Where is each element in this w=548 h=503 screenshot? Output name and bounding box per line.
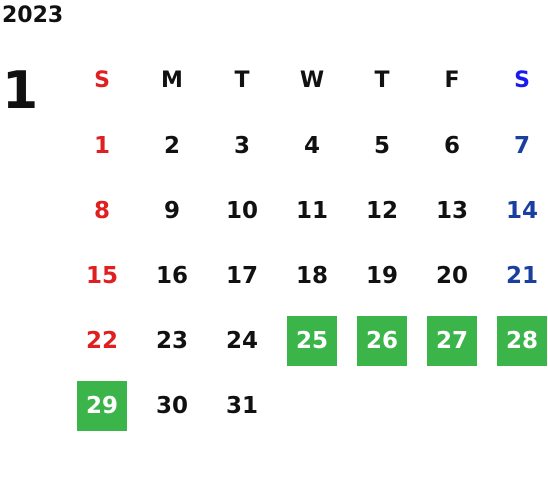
day-number: 10 (225, 197, 258, 224)
weekday-header: T (374, 67, 390, 93)
day-number: 11 (295, 197, 328, 224)
weekday-header: W (299, 67, 325, 93)
day-number: 21 (505, 262, 538, 289)
day-number: 2 (163, 132, 180, 159)
empty-cell (277, 373, 347, 438)
day-number: 17 (225, 262, 258, 289)
day-number: 8 (93, 197, 110, 224)
day-cell-highlighted[interactable]: 27 (417, 308, 487, 373)
day-cell[interactable]: 24 (207, 308, 277, 373)
day-number: 12 (365, 197, 398, 224)
day-cell[interactable]: 21 (487, 243, 548, 308)
day-number: 16 (155, 262, 188, 289)
day-cell[interactable]: 20 (417, 243, 487, 308)
day-cell[interactable]: 6 (417, 113, 487, 178)
day-cell[interactable]: 4 (277, 113, 347, 178)
day-number: 20 (435, 262, 468, 289)
day-cell[interactable]: 10 (207, 178, 277, 243)
day-cell[interactable]: 18 (277, 243, 347, 308)
day-cell[interactable]: 23 (137, 308, 207, 373)
day-cell[interactable]: 30 (137, 373, 207, 438)
weekday-header: S (514, 67, 530, 93)
day-cell-highlighted[interactable]: 25 (277, 308, 347, 373)
weekday-header: M (161, 67, 183, 93)
day-number: 5 (373, 132, 390, 159)
empty-cell (347, 373, 417, 438)
day-number: 26 (357, 315, 407, 366)
day-number: 28 (497, 315, 547, 366)
day-cell[interactable]: 12 (347, 178, 417, 243)
month-number: 1 (2, 61, 39, 121)
day-cell[interactable]: 8 (67, 178, 137, 243)
day-cell[interactable]: 7 (487, 113, 548, 178)
day-cell[interactable]: 17 (207, 243, 277, 308)
day-number: 19 (365, 262, 398, 289)
day-cell[interactable]: 5 (347, 113, 417, 178)
day-cell[interactable]: 2 (137, 113, 207, 178)
day-number: 14 (505, 197, 538, 224)
day-cell[interactable]: 3 (207, 113, 277, 178)
day-cell-highlighted[interactable]: 28 (487, 308, 548, 373)
day-number: 9 (163, 197, 180, 224)
day-number: 1 (93, 132, 110, 159)
day-cell[interactable]: 22 (67, 308, 137, 373)
day-cell-highlighted[interactable]: 26 (347, 308, 417, 373)
weekday-header: T (234, 67, 250, 93)
weekday-header: F (444, 67, 460, 93)
day-cell-highlighted[interactable]: 29 (67, 373, 137, 438)
day-number: 13 (435, 197, 468, 224)
day-number: 30 (155, 392, 188, 419)
year-label: 2023 (2, 3, 64, 28)
day-number: 3 (233, 132, 250, 159)
day-cell[interactable]: 13 (417, 178, 487, 243)
day-cell[interactable]: 15 (67, 243, 137, 308)
day-number: 6 (443, 132, 460, 159)
day-number: 15 (85, 262, 118, 289)
day-cell[interactable]: 31 (207, 373, 277, 438)
week-row: 15 16 17 18 19 20 21 (67, 243, 548, 308)
day-number (427, 381, 477, 431)
day-cell[interactable]: 16 (137, 243, 207, 308)
day-number: 22 (85, 327, 118, 354)
weekday-header: S (94, 67, 110, 93)
day-number: 7 (513, 132, 530, 159)
day-number: 24 (225, 327, 258, 354)
empty-cell (417, 373, 487, 438)
day-number (497, 381, 547, 431)
day-number: 4 (303, 132, 320, 159)
day-cell[interactable]: 19 (347, 243, 417, 308)
day-cell[interactable]: 11 (277, 178, 347, 243)
day-number: 23 (155, 327, 188, 354)
day-number (287, 381, 337, 431)
day-cell[interactable]: 9 (137, 178, 207, 243)
week-row: 1 2 3 4 5 6 7 (67, 113, 548, 178)
day-number: 31 (225, 392, 258, 419)
day-number: 18 (295, 262, 328, 289)
week-row: 29 30 31 (67, 373, 548, 438)
day-number: 27 (427, 315, 477, 366)
week-row: 8 9 10 11 12 13 14 (67, 178, 548, 243)
weekday-header-row: S M T W T F S (67, 48, 548, 113)
day-number: 29 (77, 380, 127, 431)
day-cell[interactable]: 14 (487, 178, 548, 243)
day-number (357, 381, 407, 431)
day-number: 25 (287, 315, 337, 366)
day-cell[interactable]: 1 (67, 113, 137, 178)
empty-cell (487, 373, 548, 438)
week-row: 22 23 24 25 26 27 28 (67, 308, 548, 373)
